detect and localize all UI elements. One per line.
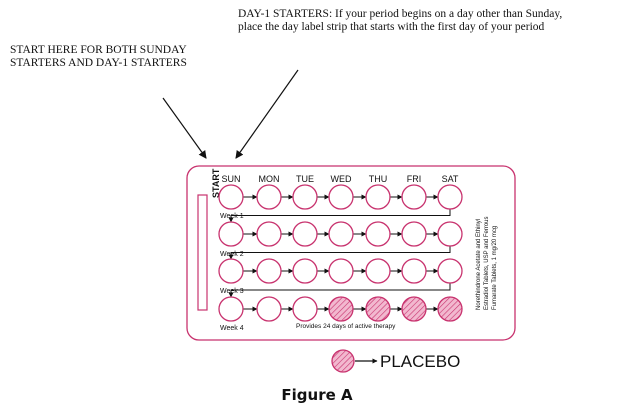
active-pill-5	[365, 184, 391, 210]
active-pill-7	[437, 184, 463, 210]
active-pill-21	[437, 258, 463, 284]
active-pill-18	[328, 258, 354, 284]
active-pill-20	[401, 258, 427, 284]
active-pill-2	[256, 184, 282, 210]
active-pill-16	[256, 258, 282, 284]
placebo-pill-28	[437, 296, 463, 322]
side-text-line-1: Norethindrone Acetate and Ethinyl	[476, 219, 482, 310]
week-label-3: Week 3	[220, 288, 244, 295]
start-here-note: START HERE FOR BOTH SUNDAY STARTERS AND …	[10, 44, 187, 69]
day-header-tue: TUE	[296, 174, 314, 184]
day-header-thu: THU	[369, 174, 388, 184]
side-text-line-3: Fumarate Tablets, 1 mg/20 mcg	[492, 226, 498, 310]
active-therapy-note: Provides 24 days of active therapy	[296, 323, 396, 330]
side-text-line-2: Estradiol Tablets, USP and Ferrous	[484, 217, 490, 311]
blister-card-outline	[186, 165, 516, 341]
day-header-sat: SAT	[442, 174, 459, 184]
active-pill-11	[328, 221, 354, 247]
active-pill-12	[365, 221, 391, 247]
placebo-pill-27	[401, 296, 427, 322]
active-pill-6	[401, 184, 427, 210]
active-pill-23	[256, 296, 282, 322]
active-pill-1	[218, 184, 244, 210]
active-pill-13	[401, 221, 427, 247]
active-pill-8	[218, 221, 244, 247]
active-pill-19	[365, 258, 391, 284]
active-pill-9	[256, 221, 282, 247]
start-pointer-arrow	[162, 97, 207, 159]
day-header-sun: SUN	[221, 174, 240, 184]
active-pill-10	[292, 221, 318, 247]
day-header-fri: FRI	[407, 174, 422, 184]
day1-pointer-arrow	[235, 69, 299, 159]
day-header-wed: WED	[331, 174, 352, 184]
placebo-legend-swatch	[331, 349, 355, 373]
placebo-pill-26	[365, 296, 391, 322]
day-label-strip-slot	[197, 194, 208, 311]
day-header-mon: MON	[259, 174, 280, 184]
placebo-pill-25	[328, 296, 354, 322]
start-label: START	[211, 168, 221, 198]
figure-caption: Figure A	[281, 386, 353, 404]
week-label-4: Week 4	[220, 325, 244, 332]
active-pill-17	[292, 258, 318, 284]
placebo-legend-label: PLACEBO	[380, 352, 460, 371]
active-pill-15	[218, 258, 244, 284]
row-wrap-connector-1	[228, 209, 451, 223]
day1-starters-note: DAY-1 STARTERS: If your period begins on…	[238, 8, 563, 33]
product-side-text: Norethindrone Acetate and Ethinyl Estrad…	[476, 217, 498, 311]
active-pill-14	[437, 221, 463, 247]
active-pill-22	[218, 296, 244, 322]
week-label-1: Week 1	[220, 213, 244, 220]
row-wrap-connector-2	[228, 246, 451, 260]
active-pill-24	[292, 296, 318, 322]
active-pill-3	[292, 184, 318, 210]
row-wrap-connector-3	[228, 283, 451, 298]
active-pill-4	[328, 184, 354, 210]
